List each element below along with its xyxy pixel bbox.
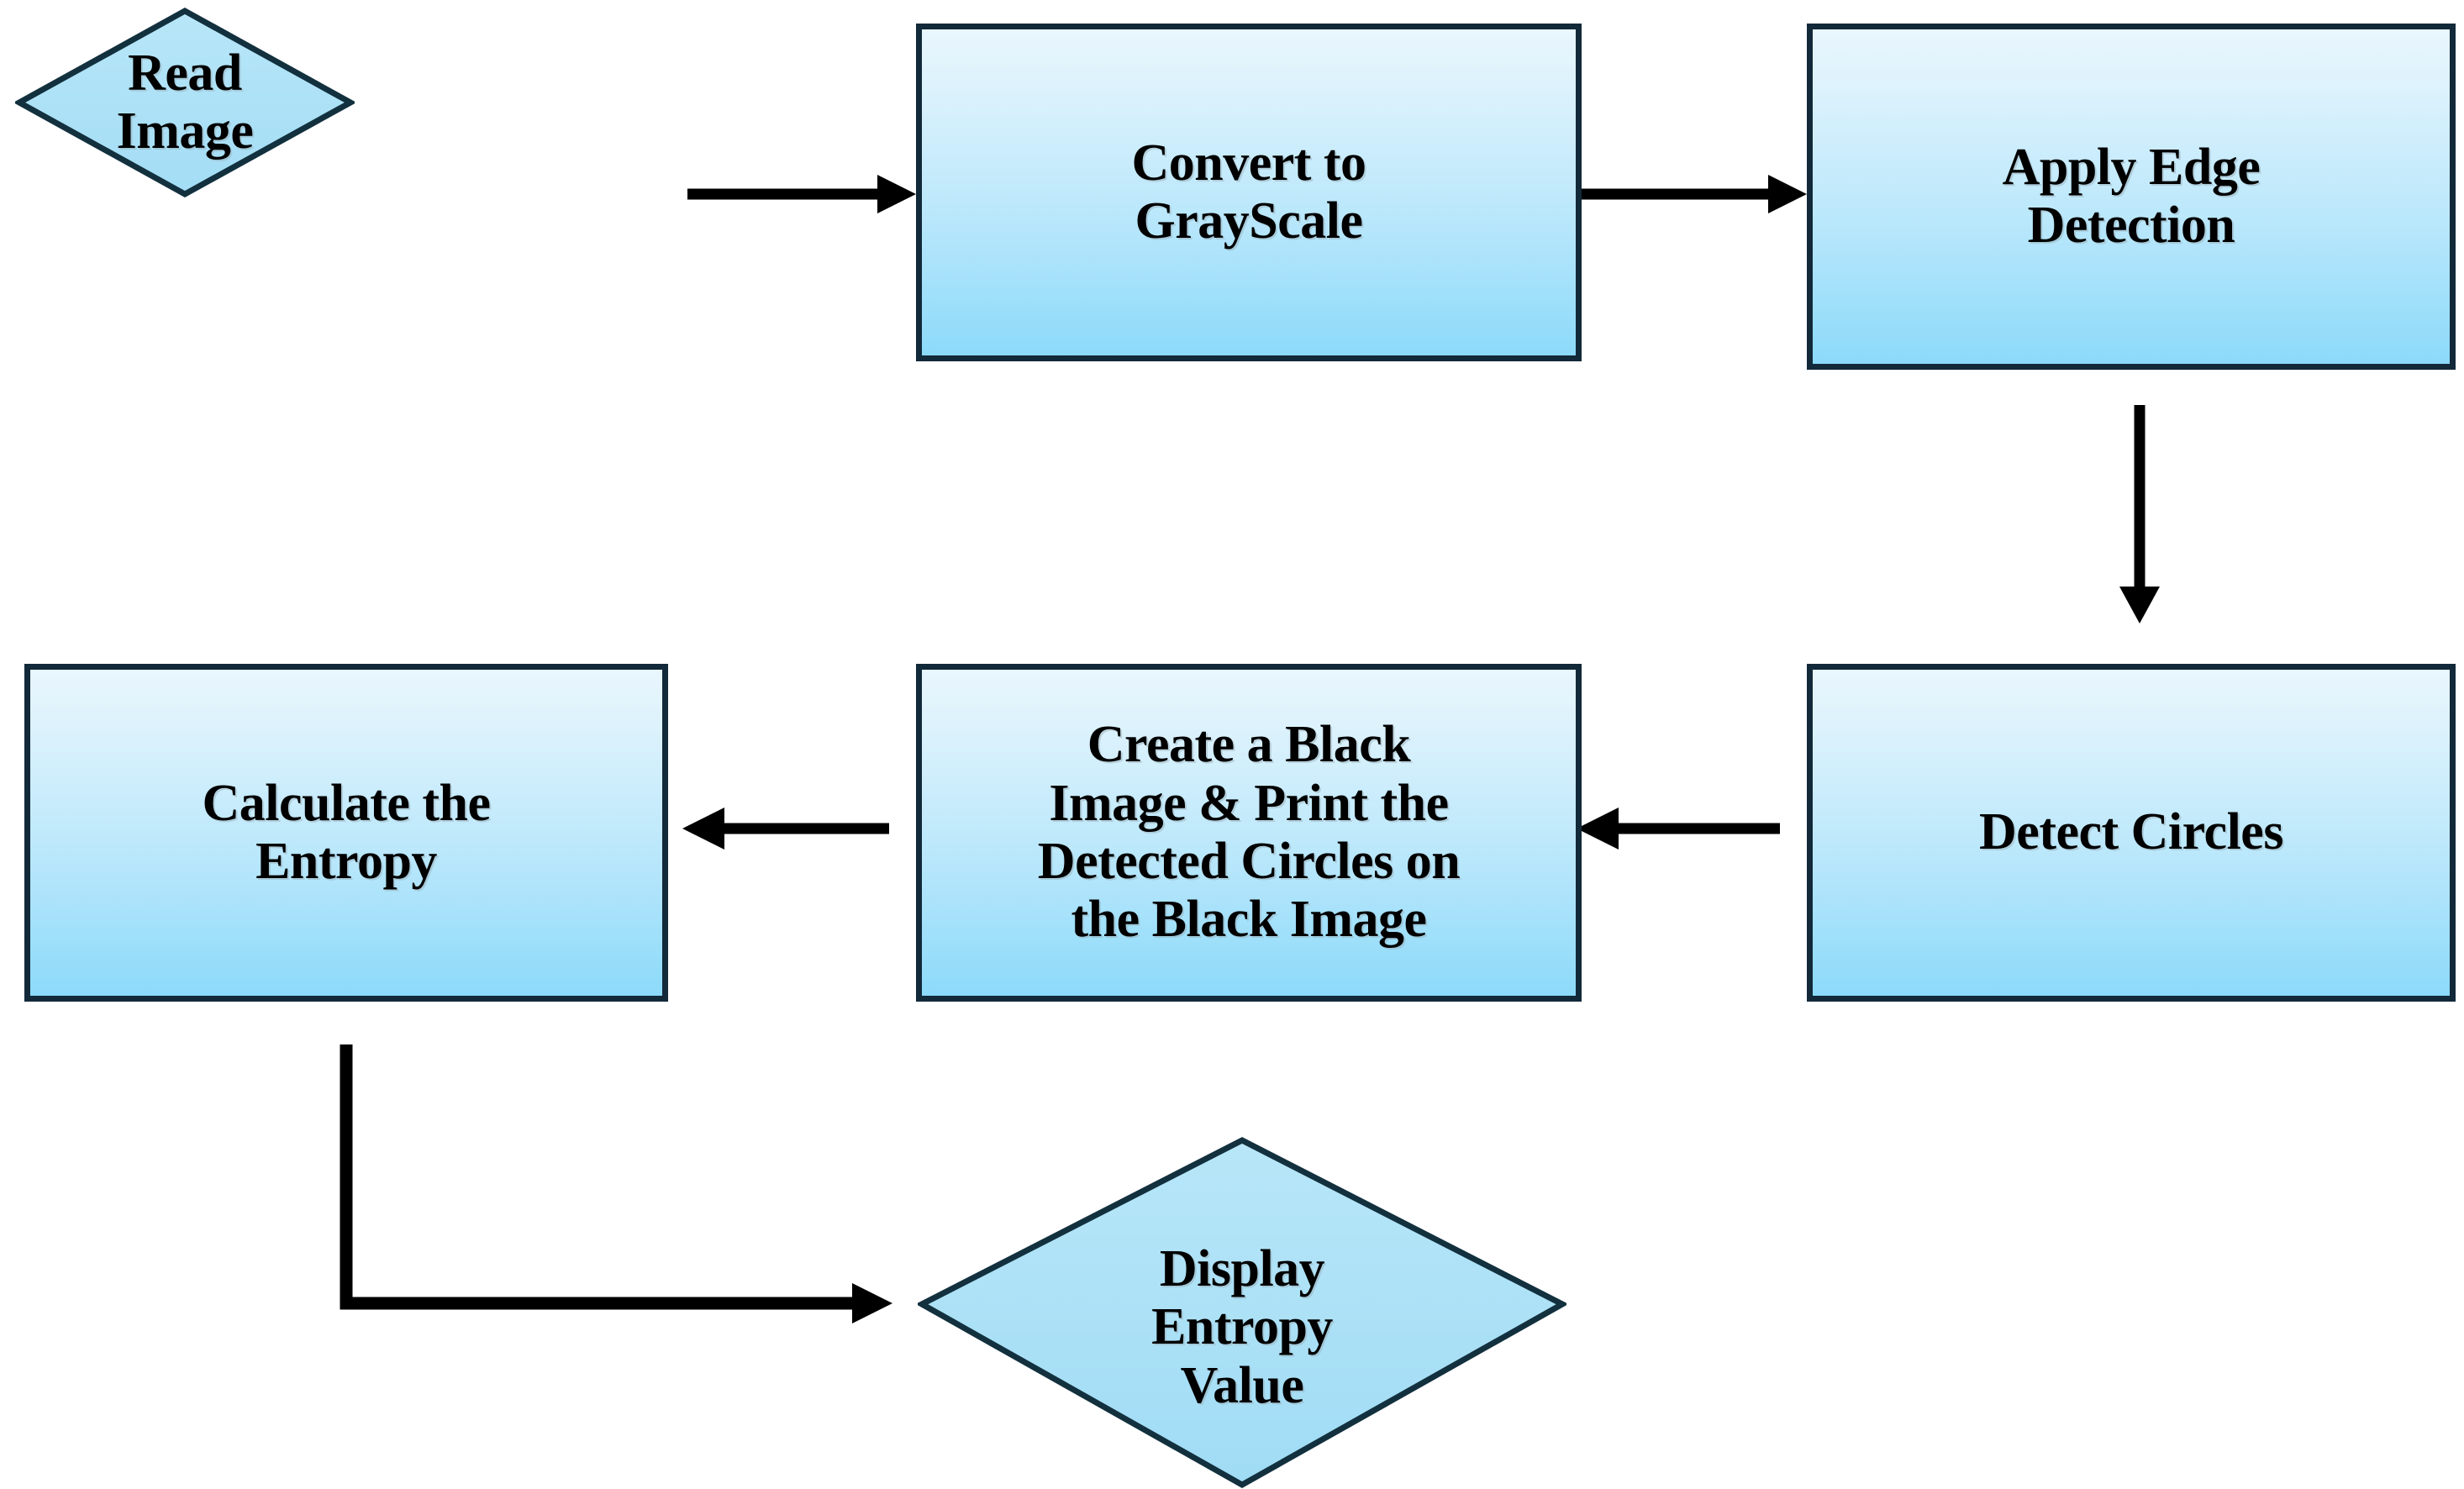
node-detect-circles-label: Detect Circles <box>1979 803 2283 861</box>
node-read-image-label: Read Image <box>116 44 254 160</box>
node-convert-grayscale[interactable]: Convert to GrayScale <box>916 24 1582 361</box>
edge-entropy-to-display-arrow <box>340 1044 892 1323</box>
node-convert-grayscale-label: Convert to GrayScale <box>1131 134 1366 250</box>
edge-circles-to-black-arrow <box>1577 808 1780 850</box>
node-display-entropy-value[interactable]: Display Entropy Value <box>918 1136 1566 1489</box>
node-display-entropy-value-label: Display Entropy Value <box>1151 1239 1333 1414</box>
node-create-black-image[interactable]: Create a Black Image & Print the Detecte… <box>916 664 1582 1002</box>
node-detect-circles[interactable]: Detect Circles <box>1807 664 2456 1002</box>
node-apply-edge-detection-label: Apply Edge Detection <box>2002 138 2261 254</box>
edge-edge-to-circles-arrow <box>2119 405 2160 623</box>
node-read-image[interactable]: Read Image <box>15 7 355 198</box>
edge-read-to-grayscale-arrow <box>687 175 916 213</box>
edge-black-to-entropy-arrow <box>682 808 889 850</box>
node-create-black-image-label: Create a Black Image & Print the Detecte… <box>1037 716 1461 949</box>
node-calculate-entropy-label: Calculate the Entropy <box>202 774 491 890</box>
node-apply-edge-detection[interactable]: Apply Edge Detection <box>1807 24 2456 370</box>
edge-grayscale-to-edge-arrow <box>1582 175 1807 213</box>
node-calculate-entropy[interactable]: Calculate the Entropy <box>24 664 668 1002</box>
